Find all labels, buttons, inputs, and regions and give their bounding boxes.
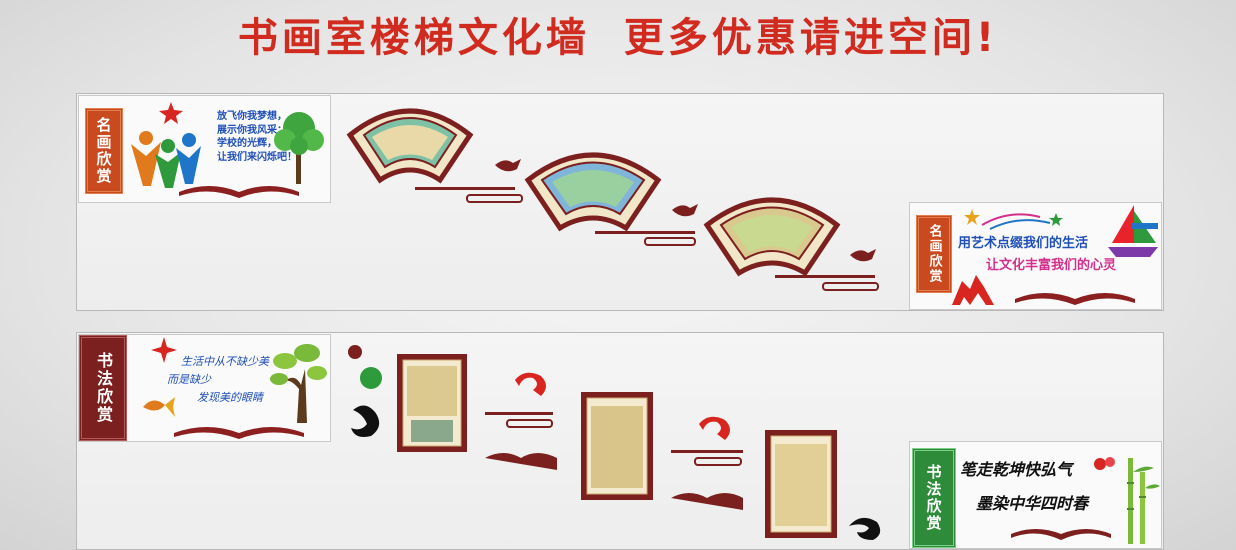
dove-icon bbox=[495, 159, 521, 172]
plaque-label-shufa: 书法欣赏 bbox=[912, 448, 956, 548]
base-scroll bbox=[506, 419, 553, 428]
base-scroll bbox=[671, 450, 743, 453]
leafy-tree-icon bbox=[270, 344, 327, 423]
scroll-ribbon-icon bbox=[1011, 529, 1111, 540]
lower-left-plaque: 书法欣赏 生活中从不缺少美 而是缺少 发现美的眼睛 bbox=[78, 334, 331, 442]
plum-blossom-icon bbox=[1094, 457, 1115, 470]
dancers-icon bbox=[952, 275, 994, 305]
children-figures-icon bbox=[131, 102, 201, 188]
plaque-label-mingha: 名画欣赏 bbox=[85, 108, 123, 194]
bamboo-icon bbox=[1127, 458, 1160, 544]
base-scroll bbox=[485, 412, 553, 415]
slogan-line: 展示你我风采； bbox=[217, 124, 287, 136]
lower-left-slogan-line3: 发现美的眼睛 bbox=[197, 391, 263, 404]
dove-icon bbox=[672, 204, 698, 217]
lower-right-plaque: 书法欣赏 笔走乾坤快弘气 墨染中华四时春 bbox=[909, 441, 1162, 549]
headline-part2: 更多优惠请进空间 bbox=[623, 15, 976, 61]
lower-left-slogan-line1: 生活中从不缺少美 bbox=[181, 355, 269, 368]
headline-part1: 书画室楼梯文化墙 bbox=[237, 15, 590, 61]
cloud-swirl-icon bbox=[351, 405, 380, 437]
plaque-label-mingha: 名画欣赏 bbox=[916, 215, 952, 293]
upper-left-plaque: 名画欣赏 放飞你我梦想， 展示你我风采； 学校的光辉， 让我们来闪烁吧！ bbox=[78, 95, 331, 203]
stars-icon bbox=[964, 209, 1063, 230]
wave-icon bbox=[485, 453, 557, 470]
page-headline: 书画室楼梯文化墙更多优惠请进空间! bbox=[0, 6, 1236, 70]
headline-exclaim: ! bbox=[975, 15, 999, 61]
lower-right-slogan-line2: 墨染中华四时春 bbox=[976, 494, 1089, 513]
wave-icon bbox=[671, 493, 743, 510]
fan-frame bbox=[703, 197, 841, 277]
phoenix-icon bbox=[699, 416, 730, 440]
base-scroll bbox=[775, 275, 879, 291]
cloud-swirl-icon bbox=[849, 517, 881, 540]
slogan-line: 放飞你我梦想， bbox=[217, 111, 287, 122]
goldfish-icon bbox=[143, 397, 175, 417]
upper-left-slogan: 放飞你我梦想， 展示你我风采； 学校的光辉， 让我们来闪烁吧！ bbox=[217, 110, 297, 164]
base-scroll bbox=[415, 187, 523, 203]
calligraphy-frame bbox=[397, 354, 467, 452]
fan-frames-row bbox=[346, 108, 879, 291]
open-book-icon bbox=[174, 427, 304, 439]
calligraphy-frame bbox=[581, 392, 653, 500]
lower-right-slogan-line1: 笔走乾坤快弘气 bbox=[960, 460, 1073, 479]
upper-right-slogan-line2: 让文化丰富我们的心灵 bbox=[986, 258, 1117, 273]
upper-right-slogan-line1: 用艺术点缀我们的生活 bbox=[958, 236, 1089, 251]
plaque-label-shufa: 书法欣赏 bbox=[79, 335, 127, 441]
base-scroll bbox=[694, 457, 742, 466]
sailboat-icon bbox=[1108, 205, 1158, 257]
lower-left-slogan-line2: 而是缺少 bbox=[167, 373, 211, 386]
open-book-icon bbox=[1015, 293, 1135, 305]
calligraphy-frame bbox=[765, 430, 837, 538]
upper-right-plaque: 名画欣赏 用艺术点缀我们的生活 让文化丰富我们的心灵 bbox=[909, 202, 1162, 310]
slogan-line: 让我们来闪烁吧！ bbox=[217, 151, 297, 163]
fan-frame bbox=[346, 108, 474, 184]
fan-frame bbox=[524, 152, 662, 232]
open-book-icon bbox=[179, 186, 299, 198]
phoenix-icon bbox=[515, 372, 546, 396]
dove-icon bbox=[850, 249, 876, 262]
calligraphy-frames-row bbox=[348, 345, 881, 540]
slogan-line: 学校的光辉， bbox=[217, 138, 277, 149]
sparkle-icon bbox=[151, 337, 177, 363]
dot-icon bbox=[348, 345, 362, 359]
dot-icon bbox=[360, 367, 382, 389]
base-scroll bbox=[595, 231, 696, 246]
green-tree-icon bbox=[274, 112, 324, 184]
